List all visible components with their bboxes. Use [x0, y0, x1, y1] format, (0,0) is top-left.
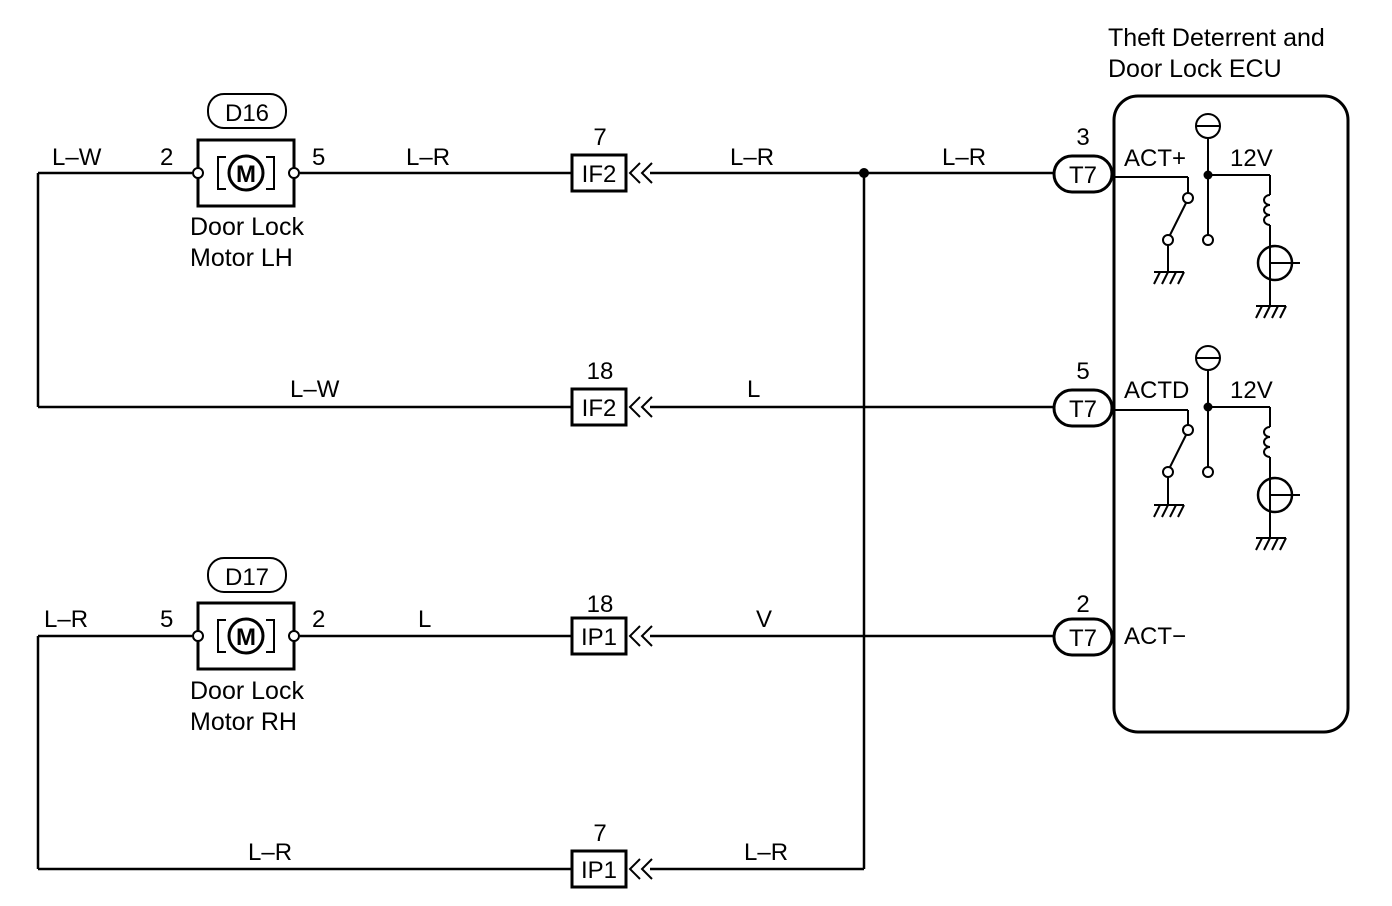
- connector-pin: 7: [593, 124, 606, 151]
- motor-name: Motor LH: [190, 244, 293, 272]
- motor-pin-right: 2: [312, 606, 325, 633]
- relay-switch-icon: [1169, 202, 1187, 236]
- terminal-pin: 3: [1076, 124, 1089, 151]
- door-lock-motor-rh: D17 M 5 2 Door Lock Motor RH: [160, 557, 325, 736]
- connector-chevron-icon: [629, 625, 653, 647]
- terminal-connector: [1052, 388, 1114, 428]
- connector-chevron-icon: [629, 858, 653, 880]
- wire-label: L–W: [52, 144, 102, 171]
- motor-symbol: M: [236, 624, 256, 651]
- terminal-connector-name: T7: [1069, 162, 1097, 189]
- connector-pin: 18: [587, 591, 614, 618]
- ecu-title: Door Lock ECU: [1108, 55, 1282, 83]
- wire-label: V: [756, 606, 772, 633]
- motor-icon: [227, 154, 265, 192]
- wire-label: L–R: [406, 144, 450, 171]
- door-lock-motor-lh: D16 M 2 5 Door Lock Motor LH: [160, 93, 325, 272]
- connector-if2-7: 7 IF2: [570, 124, 653, 193]
- connector-box: [570, 387, 628, 427]
- connector-ip1-18: 18 IP1: [570, 591, 653, 656]
- wire-labels: L–W L–R L–R L–R L–W L L–R L V L–R L–R: [44, 144, 986, 866]
- relay-coil-icon: [1263, 426, 1271, 458]
- motor-name: Door Lock: [190, 677, 304, 705]
- relay-coil-icon: [1263, 194, 1271, 226]
- ecu-voltage-label: 12V: [1230, 145, 1273, 172]
- terminal-connector: [1052, 154, 1114, 194]
- switch-contact-icon: [1182, 424, 1194, 436]
- motor-tag-badge: [207, 93, 287, 129]
- ecu-terminal-label: ACTD: [1124, 377, 1189, 404]
- motor-tag: D16: [225, 100, 269, 127]
- wires: [36, 168, 1055, 871]
- switch-contact-icon: [1182, 192, 1194, 204]
- relay-circuit-actd: [1114, 345, 1300, 551]
- motor-tag: D17: [225, 564, 269, 591]
- connector-box: [570, 153, 628, 193]
- motor-tag-badge: [207, 557, 287, 593]
- connector-if2-18: 18 IF2: [570, 358, 653, 427]
- ecu-terminal-label: ACT+: [1124, 145, 1186, 172]
- terminal-connector-name: T7: [1069, 396, 1097, 423]
- ecu-voltage-label: 12V: [1230, 377, 1273, 404]
- connector-chevron-icon: [629, 396, 653, 418]
- motor-pin-right: 5: [312, 144, 325, 171]
- terminal-pin: 5: [1076, 358, 1089, 385]
- ground-icon: [1255, 537, 1287, 551]
- connector-pin: 18: [587, 358, 614, 385]
- wire-label: L–W: [290, 376, 340, 403]
- ecu-terminal-act-plus: 3 T7: [1052, 124, 1114, 194]
- motor-symbol: M: [236, 161, 256, 188]
- ecu-title: Theft Deterrent and: [1108, 24, 1325, 52]
- connector-name: IP1: [581, 857, 617, 884]
- relay-switch-icon: [1169, 434, 1187, 468]
- connector-pin: 7: [593, 820, 606, 847]
- ground-icon: [1153, 504, 1185, 518]
- connector-name: IP1: [581, 624, 617, 651]
- wire-label: L–R: [44, 606, 88, 633]
- terminal-connector: [1052, 617, 1114, 657]
- wire-label: L: [418, 606, 431, 633]
- terminal-pin: 2: [1076, 591, 1089, 618]
- terminal-connector-name: T7: [1069, 625, 1097, 652]
- connector-chevron-icon: [629, 162, 653, 184]
- ecu-terminal-label: ACT−: [1124, 623, 1186, 650]
- motor-pin-left: 2: [160, 144, 173, 171]
- terminal-dot: [192, 630, 204, 642]
- relay-circuit-act-plus: [1114, 113, 1300, 319]
- terminal-dot: [288, 630, 300, 642]
- connector-box: [570, 616, 628, 656]
- junction-dot: [859, 168, 869, 178]
- ecu-terminal-act-minus: 2 T7: [1052, 591, 1114, 657]
- connector-name: IF2: [582, 161, 617, 188]
- ecu: Theft Deterrent and Door Lock ECU ACT+ 1…: [1108, 24, 1350, 734]
- wire-label: L–R: [730, 144, 774, 171]
- motor-name: Motor RH: [190, 708, 297, 736]
- connector-ip1-7: 7 IP1: [570, 820, 653, 889]
- ground-icon: [1255, 305, 1287, 319]
- ecu-box: [1112, 94, 1350, 734]
- wire-label: L: [747, 376, 760, 403]
- terminal-dot: [288, 167, 300, 179]
- motor-pin-left: 5: [160, 606, 173, 633]
- motor-name: Door Lock: [190, 213, 304, 241]
- connector-box: [570, 849, 628, 889]
- terminal-dot: [192, 167, 204, 179]
- wire-label: L–R: [942, 144, 986, 171]
- ecu-terminal-actd: 5 T7: [1052, 358, 1114, 428]
- ground-icon: [1153, 271, 1185, 285]
- connector-name: IF2: [582, 395, 617, 422]
- wire-label: L–R: [744, 839, 788, 866]
- wire-label: L–R: [248, 839, 292, 866]
- motor-icon: [227, 617, 265, 655]
